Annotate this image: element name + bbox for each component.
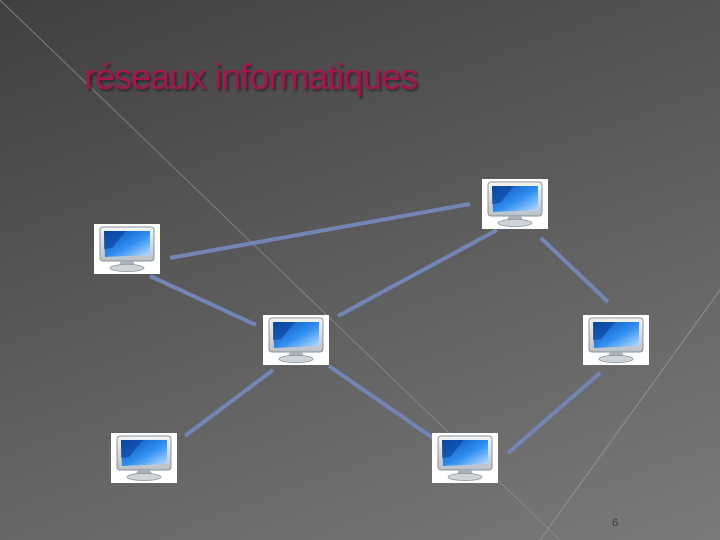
computer-2 [482, 179, 548, 229]
slide-title: réseaux informatiques [84, 56, 418, 97]
computer-6 [432, 433, 498, 483]
link-computer-4-computer-6 [506, 371, 602, 455]
link-computer-1-computer-2 [169, 202, 471, 260]
computer-1 [94, 224, 160, 274]
computer-4 [583, 315, 649, 365]
page-number: 6 [612, 517, 619, 529]
computer-5 [111, 433, 177, 483]
link-computer-3-computer-5 [183, 368, 275, 438]
link-computer-3-computer-6 [327, 364, 435, 440]
link-computer-2-computer-4 [539, 236, 610, 304]
computer-3 [263, 315, 329, 365]
link-computer-2-computer-3 [337, 228, 498, 318]
link-computer-1-computer-3 [149, 274, 257, 327]
